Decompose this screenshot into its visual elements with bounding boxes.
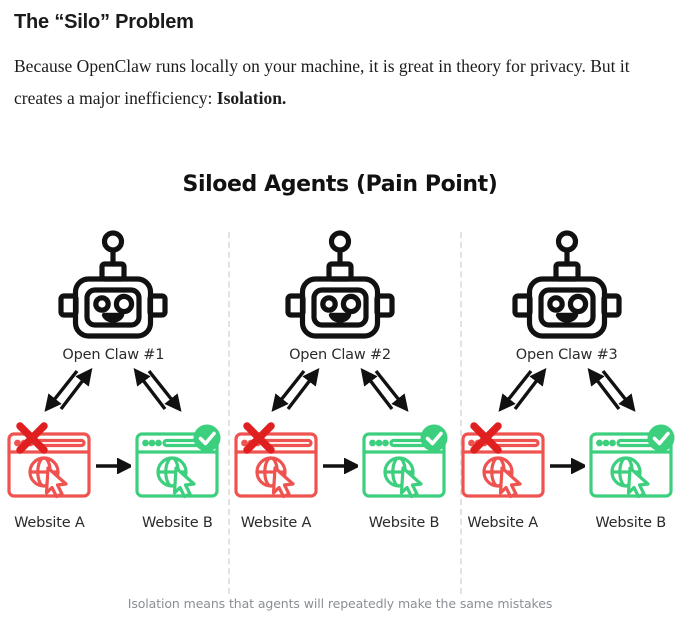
website-a-label: Website A <box>467 515 538 531</box>
agent-site-arrows <box>462 365 672 422</box>
website-b-group: Website B <box>358 422 450 531</box>
website-b-label: Website B <box>368 515 440 531</box>
page-title: The “Silo” Problem <box>14 11 194 33</box>
website-b-label: Website B <box>595 515 666 531</box>
agent-panel-2: Open Claw #2 <box>227 228 454 558</box>
website-a-group: Website A <box>3 422 95 531</box>
websites-row: Website A <box>230 422 450 531</box>
agent-site-arrows <box>235 365 445 422</box>
website-a-label: Website A <box>14 515 85 531</box>
article-text-block: The “Silo” Problem Because OpenClaw runs… <box>0 0 680 115</box>
robot-icon <box>55 228 171 344</box>
site-a-to-b-arrow <box>95 422 135 479</box>
website-b-group: Website B <box>131 422 223 531</box>
website-b-group: Website B <box>585 422 677 531</box>
paragraph-emphasis-text: Isolation. <box>216 88 287 109</box>
siloed-agents-figure: Siloed Agents (Pain Point) <box>0 150 680 625</box>
website-a-group: Website A <box>457 422 549 531</box>
agent-panels: Open Claw #1 <box>0 228 680 558</box>
agent-site-arrows <box>8 365 218 422</box>
website-a-label: Website A <box>240 515 312 531</box>
site-a-to-b-arrow <box>549 422 588 479</box>
agent-label: Open Claw #1 <box>62 347 165 363</box>
website-a-failed-icon <box>3 422 95 509</box>
website-b-success-icon <box>585 422 677 509</box>
site-a-to-b-arrow <box>322 422 361 479</box>
website-a-failed-icon <box>230 422 322 509</box>
websites-row: Website A <box>3 422 223 531</box>
website-b-success-icon <box>131 422 223 509</box>
agent-panel-3: Open Claw #3 <box>453 228 680 558</box>
website-a-failed-icon <box>457 422 549 509</box>
website-a-group: Website A <box>230 422 322 531</box>
figure-caption: Isolation means that agents will repeate… <box>127 596 553 611</box>
agent-label: Open Claw #2 <box>289 347 391 363</box>
robot-icon <box>509 228 625 344</box>
article-paragraph: Because OpenClaw runs locally on your ma… <box>14 50 666 115</box>
panel-divider-1 <box>228 232 230 594</box>
agent-label: Open Claw #3 <box>515 347 618 363</box>
panel-divider-2 <box>460 232 462 594</box>
paragraph-lead-text: Because OpenClaw runs locally on your ma… <box>14 56 630 109</box>
websites-row: Website A <box>457 422 677 531</box>
agent-panel-1: Open Claw #1 <box>0 228 227 558</box>
figure-title: Siloed Agents (Pain Point) <box>182 172 498 197</box>
website-b-success-icon <box>358 422 450 509</box>
robot-icon <box>282 228 398 344</box>
website-b-label: Website B <box>142 515 213 531</box>
